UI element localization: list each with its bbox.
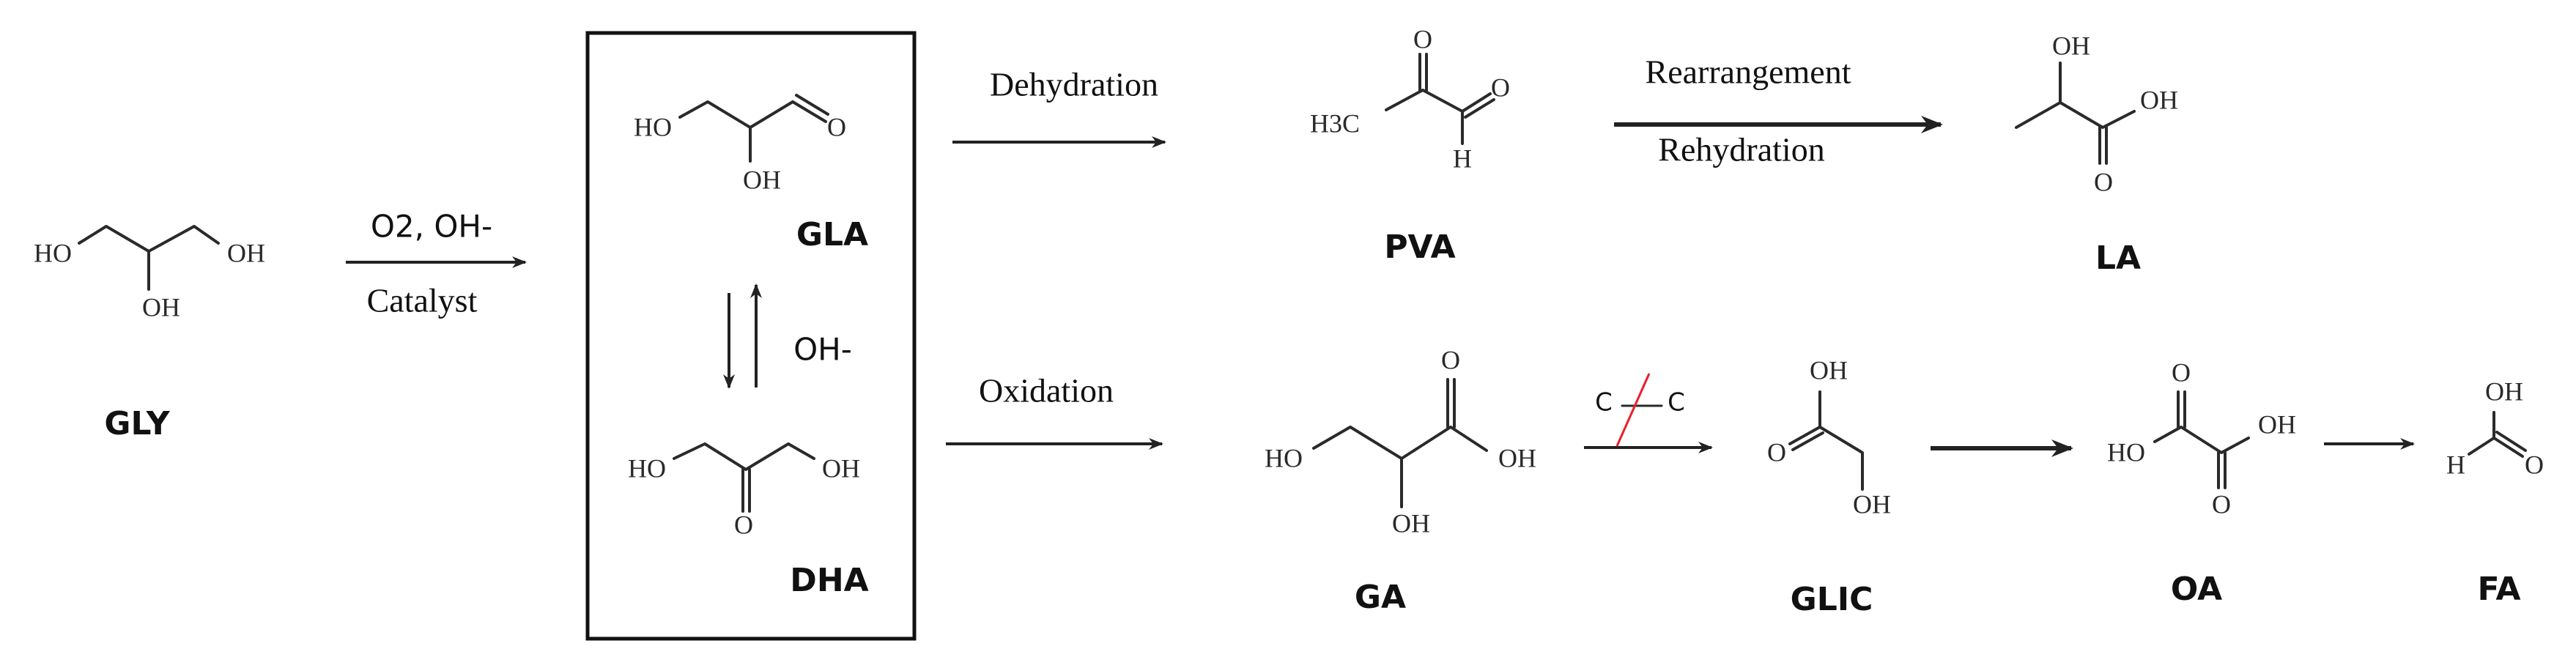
arrow-oxidation: Oxidation xyxy=(946,372,1163,450)
atom-label: O xyxy=(1491,73,1510,102)
atom-label: OH xyxy=(1810,355,1848,385)
molecule-pyruvaldehyde: H3C O O H PVA xyxy=(1310,24,1510,266)
molecule-oxalic-acid: HO O OH O OA xyxy=(2107,357,2296,608)
atom-label: OH xyxy=(1498,443,1536,472)
atom-label: O xyxy=(734,510,753,539)
compound-label: PVA xyxy=(1384,229,1455,266)
atom-label: O xyxy=(2212,489,2231,519)
condition-oxidation: Oxidation xyxy=(979,372,1114,409)
molecule-dihydroxyacetone: HO OH O DHA xyxy=(628,442,869,599)
equilibrium-arrows: OH- xyxy=(723,283,852,389)
compound-label: OA xyxy=(2171,571,2222,608)
compound-label: FA xyxy=(2477,571,2520,608)
atom-label: HO xyxy=(628,453,666,483)
atom-label: OH xyxy=(1853,489,1891,519)
atom-label: O xyxy=(2525,450,2544,479)
atom-label: OH xyxy=(227,238,265,267)
compound-label: GLY xyxy=(104,405,170,442)
condition-dehydration: Dehydration xyxy=(990,66,1158,103)
condition-rehydration: Rehydration xyxy=(1658,131,1824,168)
condition-base: OH- xyxy=(793,332,852,368)
bond-break-mark xyxy=(1615,373,1651,447)
compound-label: GLA xyxy=(796,216,868,253)
condition-rearrangement: Rearrangement xyxy=(1646,53,1851,91)
condition-reagents: O2, OH- xyxy=(371,209,492,245)
compound-label: LA xyxy=(2095,240,2141,277)
atom-label: OH xyxy=(1392,508,1430,538)
atom-label: OH xyxy=(2052,31,2090,60)
arrow-rearrangement: Rearrangement Rehydration xyxy=(1614,53,1943,168)
compound-label: GA xyxy=(1355,579,1406,616)
atom-label: HO xyxy=(1265,443,1303,472)
atom-label: O xyxy=(1413,24,1432,53)
intermediates-box xyxy=(585,31,917,641)
molecule-glyceric-acid: HO O OH OH GA xyxy=(1265,345,1536,616)
molecule-lactic-acid: OH OH O LA xyxy=(2015,31,2178,277)
atom-label: H xyxy=(1453,144,1472,173)
arrow-cc-cleavage: C C xyxy=(1584,373,1713,453)
atom-label: HO xyxy=(2107,437,2145,467)
atom-label: OH xyxy=(2485,376,2523,406)
molecule-glycerol: HO OH OH GLY xyxy=(34,225,265,442)
atom-label: OH xyxy=(743,165,781,194)
atom-label: OH xyxy=(822,453,860,483)
atom-label: OH xyxy=(2258,409,2296,439)
carbon-label: C xyxy=(1595,388,1613,417)
condition-catalyst: Catalyst xyxy=(367,282,478,319)
molecule-glyceraldehyde: HO O OH GLA xyxy=(634,94,868,253)
atom-label: O xyxy=(2172,357,2191,387)
compound-label: DHA xyxy=(790,562,868,599)
atom-label: HO xyxy=(634,112,672,141)
molecule-formic-acid: OH H O FA xyxy=(2446,376,2544,608)
carbon-label: C xyxy=(1668,388,1685,417)
atom-label: O xyxy=(827,112,846,141)
atom-label: O xyxy=(1767,437,1786,467)
atom-label: OH xyxy=(2140,85,2178,114)
arrow-oxidation-catalyst: O2, OH- Catalyst xyxy=(346,209,527,319)
compound-label: GLIC xyxy=(1791,581,1873,618)
atom-label: H3C xyxy=(1310,108,1360,138)
atom-label: HO xyxy=(34,238,72,267)
atom-label: OH xyxy=(142,292,180,322)
molecule-glycolic-acid: OH O OH GLIC xyxy=(1767,355,1891,618)
arrow-dehydration: Dehydration xyxy=(952,66,1166,148)
atom-label: O xyxy=(2094,167,2113,196)
atom-label: O xyxy=(1441,345,1460,374)
atom-label: H xyxy=(2446,450,2465,479)
